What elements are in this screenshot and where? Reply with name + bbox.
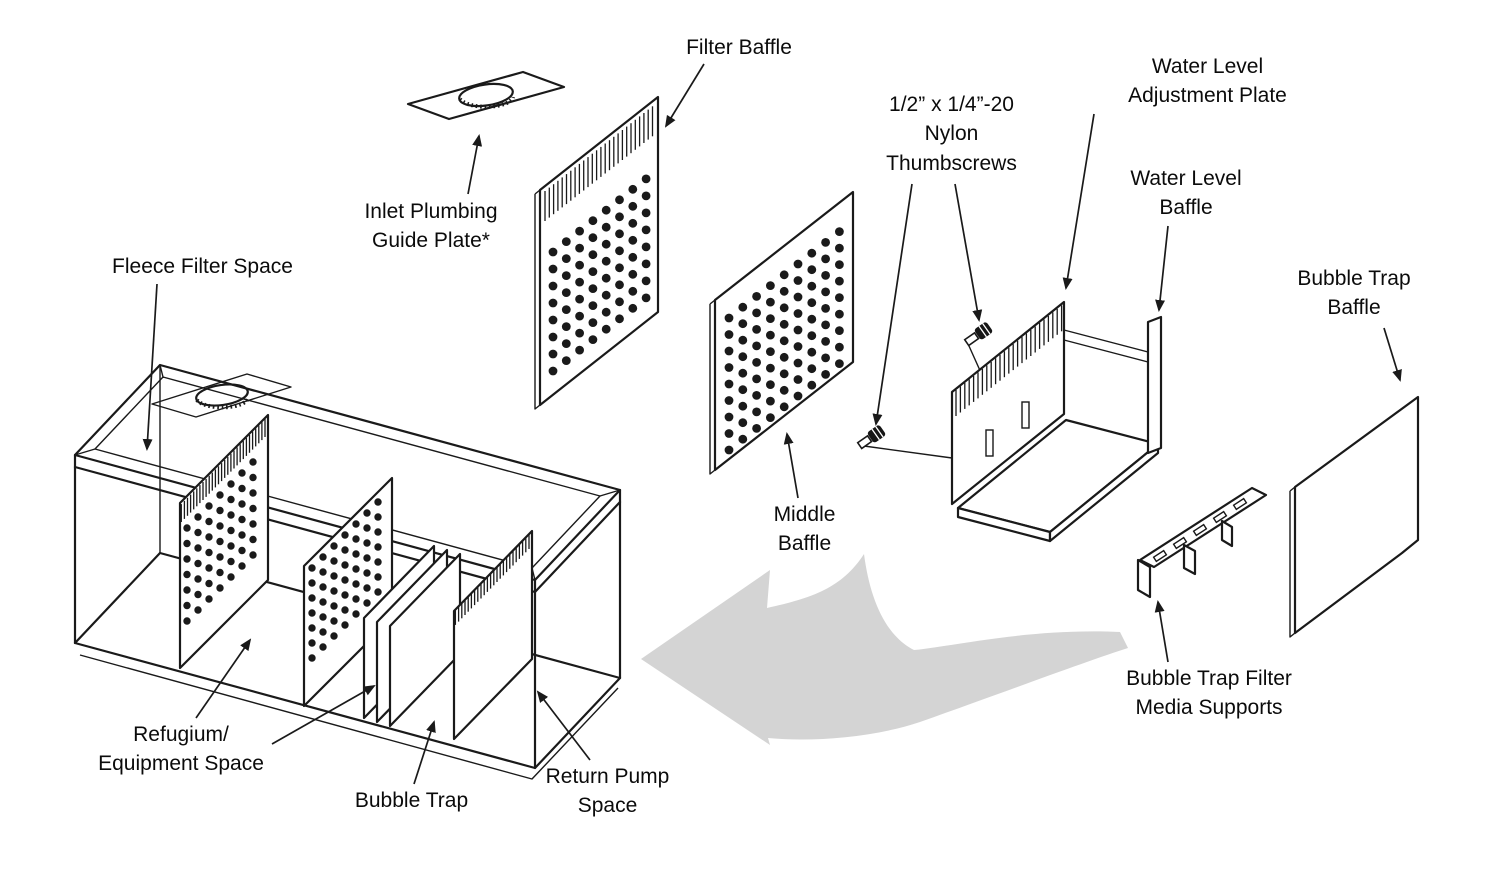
label-water-level-baffle: Water Level Baffle — [1130, 167, 1242, 220]
installed-filter-baffle-teeth — [180, 419, 266, 522]
water-level-baffle-assembly — [956, 315, 1163, 543]
label-bubble-trap-baffle: Bubble Trap Baffle — [1297, 267, 1411, 320]
tank-inlet-plate — [151, 373, 292, 418]
middle-baffle-holes — [724, 227, 844, 455]
filter-baffle-holes — [548, 174, 651, 376]
installed-filter-baffle-holes — [183, 458, 257, 625]
arrow-inlet-plate — [467, 134, 483, 195]
tank-bubble-trap — [362, 544, 462, 728]
arrow-water-level-baffle — [1155, 225, 1169, 312]
adjustment-plate-teeth — [955, 305, 1063, 416]
middle-baffle-plate — [709, 190, 855, 475]
inlet-plumbing-guide-plate — [406, 70, 566, 121]
tank-middle-baffle-installed — [302, 476, 394, 708]
arrow-filter-baffle — [664, 63, 705, 128]
tank-filter-baffle-installed — [178, 413, 270, 670]
flow-arrow — [641, 554, 1128, 745]
label-middle-baffle: Middle Baffle — [773, 503, 836, 556]
arrow-bubble-trap-baffle — [1383, 327, 1402, 382]
thumbscrew-2 — [856, 425, 886, 450]
label-bubble-trap-filter-media-supports: Bubble Trap Filter Media Supports — [1126, 667, 1292, 720]
arrow-thumbscrew-1 — [954, 183, 983, 322]
arrow-return-pump — [536, 690, 591, 761]
label-filter-baffle: Filter Baffle — [686, 36, 792, 59]
arrow-refugium-2 — [271, 685, 376, 745]
arrow-middle-baffle — [783, 432, 799, 499]
arrow-refugium-1 — [195, 638, 252, 719]
bubble-trap-media-supports — [1136, 486, 1268, 599]
label-water-level-adjustment-plate: Water Level Adjustment Plate — [1128, 55, 1287, 108]
arrow-fleece-filter — [142, 283, 158, 451]
filter-baffle-teeth — [544, 106, 654, 221]
label-bubble-trap: Bubble Trap — [354, 789, 469, 812]
arrow-thumbscrew-2 — [872, 183, 913, 426]
label-fleece-filter-space: Fleece Filter Space — [112, 255, 293, 278]
bubble-trap-baffle-plate — [1289, 395, 1420, 638]
label-inlet-plumbing-guide-plate: Inlet Plumbing Guide Plate* — [364, 200, 498, 253]
arrow-media-supports — [1154, 600, 1169, 663]
label-thumbscrews: 1/2” x 1/4”-20 Nylon Thumbscrews — [886, 93, 1017, 175]
arrow-adjustment-plate — [1062, 113, 1095, 290]
tank-water-level-baffle-installed — [452, 529, 534, 741]
installed-water-level-teeth — [454, 534, 530, 625]
thumbscrew-1 — [963, 322, 993, 347]
filter-baffle-plate — [534, 95, 660, 410]
label-return-pump-space: Return Pump Space — [545, 765, 670, 818]
pointer-arrows — [142, 63, 1402, 785]
installed-middle-baffle-holes — [308, 498, 382, 662]
thumbscrew-guide-line-2 — [863, 445, 953, 459]
water-level-adjustment-plate — [950, 300, 1066, 506]
arrow-bubble-trap — [413, 720, 436, 785]
label-refugium-equipment-space: Refugium/ Equipment Space — [98, 723, 264, 776]
